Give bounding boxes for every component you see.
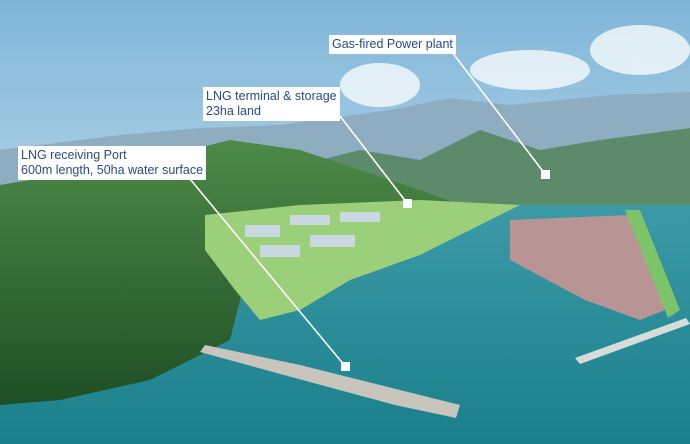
terminal-buildings bbox=[245, 212, 380, 257]
lng-port-label: LNG receiving Port 600m length, 50ha wat… bbox=[18, 146, 207, 180]
terminal-marker bbox=[403, 199, 412, 208]
lng-terminal-label-title: LNG terminal & storage bbox=[206, 89, 337, 103]
port-land bbox=[205, 200, 520, 320]
annotation-markers bbox=[341, 170, 550, 371]
east-pier bbox=[625, 210, 680, 318]
lng-terminal-label: LNG terminal & storage 23ha land bbox=[203, 87, 340, 121]
annotation-leader-lines bbox=[189, 51, 546, 367]
power-plant-label-title: Gas-fired Power plant bbox=[332, 37, 453, 51]
power-plant-label: Gas-fired Power plant bbox=[329, 35, 456, 54]
clouds bbox=[340, 25, 690, 107]
container-yard bbox=[510, 215, 665, 320]
lng-port-label-title: LNG receiving Port bbox=[21, 148, 127, 162]
west-breakwater bbox=[200, 345, 460, 418]
lng-port-label-detail: 600m length, 50ha water surface bbox=[21, 163, 204, 177]
east-breakwater bbox=[575, 318, 690, 364]
lng-terminal-label-detail: 23ha land bbox=[206, 104, 261, 118]
power-plant-marker bbox=[541, 170, 550, 179]
port-marker bbox=[341, 362, 350, 371]
